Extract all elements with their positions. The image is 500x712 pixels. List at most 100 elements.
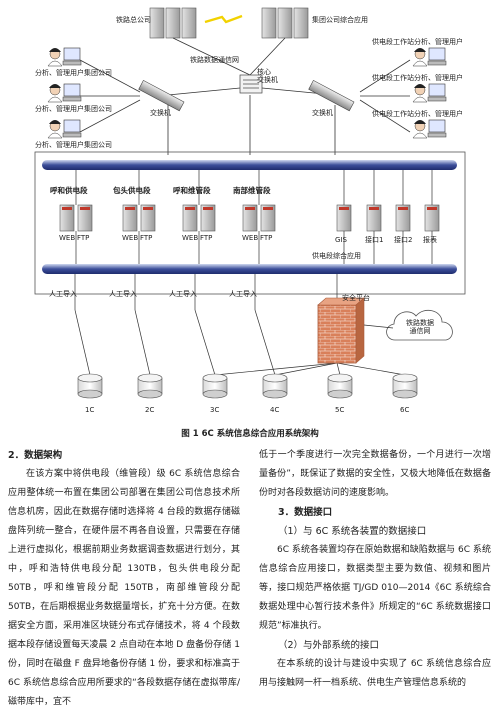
top-right-servers	[261, 7, 309, 39]
user-icon	[412, 83, 447, 103]
cloud-label: 铁路数据通信网	[406, 318, 434, 335]
section-heading-data-interface: 3．数据接口	[278, 507, 333, 518]
lower-bus	[42, 264, 457, 274]
server-label: WEB	[122, 234, 138, 242]
user-icon	[47, 119, 82, 139]
section-heading-data-architecture: 2．数据架构	[8, 450, 63, 461]
subheading-device-interface: （1）与 6C 系统各装置的数据接口	[278, 526, 427, 537]
server-icon	[242, 204, 258, 232]
server-icon	[182, 204, 198, 232]
core-switch-label: 核心交换机	[257, 67, 278, 84]
user-icon	[47, 47, 82, 67]
left-switch-label: 交换机	[150, 108, 171, 117]
disk-icon	[262, 373, 288, 399]
storage-disks: 1C 2C 3C 4C 5C 6C	[77, 373, 418, 414]
server-label: GIS	[335, 236, 347, 244]
firewall-label: 安全平台	[342, 293, 370, 302]
left-switch-icon	[138, 79, 185, 112]
user-icon	[412, 47, 447, 67]
section-label: 南部维管段	[233, 185, 271, 195]
core-switch-icon	[239, 74, 263, 94]
server-led	[125, 207, 135, 210]
section-label: 呼和供电段	[50, 185, 88, 195]
right-paragraph-bottom: 在本系统的设计与建设中实现了 6C 系统信息综合应用与接触网一杆一档系统、供电生…	[259, 659, 491, 688]
server-icon	[59, 204, 75, 232]
import-label: 人工导入	[229, 290, 257, 298]
server-led	[427, 207, 437, 210]
disk-label: 5C	[335, 406, 344, 414]
server-led	[62, 207, 72, 210]
right-servers: GIS接口1接口2报表	[335, 170, 440, 264]
server-led	[398, 207, 408, 210]
disk-icon	[77, 373, 103, 399]
firewall-link	[274, 362, 338, 376]
disk-icon	[202, 373, 228, 399]
firewall-icon	[317, 297, 365, 364]
top-left-label: 铁路总公司	[116, 15, 151, 24]
right-column: 低于一个季度进行一次完全数据备份，一个月进行一次增量备份”，既保证了数据的安全性…	[259, 446, 491, 693]
server-label: FTP	[260, 234, 272, 242]
disk-label: 4C	[270, 406, 279, 414]
import-line	[194, 309, 216, 376]
firewall-link	[336, 362, 406, 376]
firewall-link	[214, 362, 338, 376]
disk-icon	[137, 373, 163, 399]
firewall-cloud-link	[363, 324, 394, 329]
server-led	[80, 207, 90, 210]
server-led	[263, 207, 273, 210]
server-label: WEB	[242, 234, 258, 242]
left-column: 2．数据架构 在该方案中将供电段（维管段）级 6C 系统信息综合应用整体统一布置…	[8, 446, 240, 712]
server-led	[203, 207, 213, 210]
top-right-label: 集团公司综合应用	[312, 15, 368, 24]
server-led	[185, 207, 195, 210]
server-led	[339, 207, 349, 210]
server-icon	[122, 204, 138, 232]
disk-label: 1C	[85, 406, 94, 414]
user-label: 供电段工作站分析、管理用户	[372, 73, 463, 82]
user-icon	[47, 83, 82, 103]
import-line	[254, 309, 276, 376]
section-label: 呼和维管段	[173, 185, 211, 195]
server-icon	[77, 204, 93, 232]
server-led	[143, 207, 153, 210]
firewall-link	[336, 362, 341, 376]
import-line	[74, 309, 91, 376]
right-paragraph-top: 低于一个季度进行一次完全数据备份，一个月进行一次增量备份”，既保证了数据的安全性…	[259, 450, 491, 498]
user-label: 分析、管理用户集团公司	[35, 104, 112, 113]
architecture-diagram: 铁路总公司 集团公司综合应用 铁路数据通信网 核心交换机 交换机	[34, 7, 466, 414]
lower-bus-label: 供电段综合应用	[312, 251, 361, 260]
top-left-servers	[149, 7, 197, 39]
import-label: 人工导入	[169, 290, 197, 298]
left-paragraph: 在该方案中将供电段（维管段）级 6C 系统信息综合应用整体统一布置在集团公司部署…	[8, 469, 240, 707]
server-label: FTP	[140, 234, 152, 242]
server-icon	[140, 204, 156, 232]
disk-label: 3C	[210, 406, 219, 414]
server-label: WEB	[59, 234, 75, 242]
server-led	[369, 207, 379, 210]
user-label: 分析、管理用户集团公司	[35, 140, 112, 149]
server-label: WEB	[182, 234, 198, 242]
import-label: 人工导入	[109, 290, 137, 298]
right-switch-label: 交换机	[312, 108, 333, 117]
import-line	[134, 309, 151, 376]
right-paragraph-mid: 6C 系统各装置均存在原始数据和缺陷数据与 6C 系统信息综合应用接口，数据类型…	[259, 545, 491, 631]
right-switch-icon	[308, 79, 355, 112]
disk-label: 2C	[145, 406, 154, 414]
disk-icon	[327, 373, 353, 399]
user-label: 供电段工作站分析、管理用户	[372, 37, 463, 46]
section-label: 包头供电段	[112, 185, 151, 195]
network-lines	[79, 37, 411, 155]
disk-icon	[392, 373, 418, 399]
server-led	[245, 207, 255, 210]
user-label: 分析、管理用户集团公司	[35, 68, 112, 77]
server-icon	[260, 204, 276, 232]
subheading-external-interface: （2）与外部系统的接口	[278, 640, 380, 651]
upper-bus	[42, 160, 457, 170]
server-label: 报表	[423, 235, 437, 244]
lightning-icon	[204, 14, 243, 24]
disk-label: 6C	[400, 406, 409, 414]
data-center-frame	[34, 151, 466, 295]
